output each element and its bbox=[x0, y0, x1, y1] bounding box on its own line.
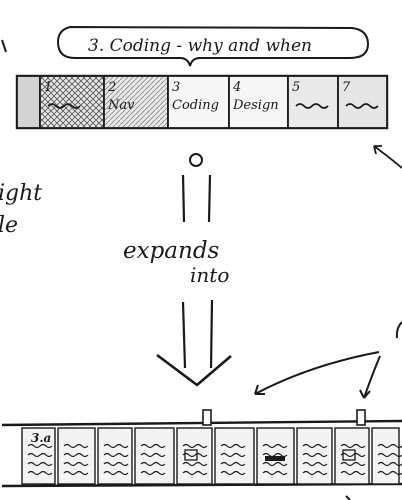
bottom-panel-scribble bbox=[63, 443, 89, 449]
into-label: into bbox=[190, 263, 229, 287]
bottom-panel-scribble bbox=[103, 443, 129, 449]
top-strip-cell-hatching bbox=[105, 77, 167, 127]
bottom-panel-scribble bbox=[63, 470, 89, 476]
top-strip-cell-number: 5 bbox=[292, 80, 300, 95]
bottom-strip: 3.a bbox=[1, 409, 402, 500]
curved-arrow-lower-left-head bbox=[254, 384, 265, 395]
clip-marker-1 bbox=[202, 409, 212, 426]
bottom-panel-scribble bbox=[27, 461, 53, 467]
bottom-panel-scribble bbox=[340, 443, 366, 449]
bottom-tick-mark bbox=[345, 495, 351, 500]
bottom-panel-scribble bbox=[262, 443, 288, 449]
bottom-panel-scribble bbox=[63, 452, 89, 458]
bottom-panel-scribble bbox=[103, 461, 129, 467]
connector-circle bbox=[189, 153, 203, 167]
bottom-first-cell-label: 3.a bbox=[31, 431, 51, 445]
top-strip-cell bbox=[337, 75, 388, 129]
bottom-panel-sketch-box bbox=[184, 449, 198, 461]
top-strip-cell-number: 7 bbox=[342, 80, 351, 95]
bottom-panel-scribble bbox=[103, 452, 129, 458]
connector-line-left-top bbox=[181, 174, 186, 223]
top-strip-cell-number: 3 bbox=[172, 80, 180, 95]
bottom-panel-scribble bbox=[140, 461, 166, 467]
bottom-panel-scribble bbox=[140, 470, 166, 476]
top-strip-cell-hatching bbox=[41, 77, 103, 127]
expands-connector: expands into bbox=[123, 153, 232, 387]
bottom-panel-sketch-box bbox=[342, 449, 356, 461]
bottom-panel-scribble bbox=[302, 443, 328, 449]
bottom-panel-scribble bbox=[340, 470, 366, 476]
bottom-panel-scribble bbox=[27, 470, 53, 476]
callout-bubble: 3. Coding - why and when bbox=[56, 25, 370, 67]
expands-label: expands bbox=[123, 238, 220, 264]
down-arrow-head bbox=[156, 353, 232, 387]
edge-arc-right bbox=[395, 321, 402, 339]
bottom-panel-scribble bbox=[262, 461, 288, 467]
bottom-panel-scribble bbox=[377, 443, 402, 449]
left-margin-fragments: ight le bbox=[0, 39, 42, 238]
connector-line-left-bottom bbox=[181, 301, 187, 369]
bottom-panel-scribble bbox=[220, 470, 246, 476]
top-strip-cell bbox=[287, 75, 339, 129]
bottom-panel-scribble bbox=[220, 443, 246, 449]
connector-line-right-bottom bbox=[209, 299, 214, 369]
bottom-panel-scribble bbox=[220, 452, 246, 458]
callout-text: 3. Coding - why and when bbox=[88, 36, 312, 56]
bottom-panel-scribble bbox=[302, 470, 328, 476]
top-strip-cell-scribble bbox=[295, 103, 329, 109]
bottom-panel-dark-block bbox=[265, 456, 285, 461]
top-strip-cell bbox=[16, 75, 41, 129]
bottom-panel-scribble bbox=[262, 470, 288, 476]
bottom-panel-scribble bbox=[63, 461, 89, 467]
bottom-panel-scribble bbox=[302, 452, 328, 458]
bottom-panel-scribble bbox=[340, 461, 366, 467]
top-strip-cell-scribble bbox=[345, 103, 379, 109]
top-strip-cells bbox=[16, 75, 388, 129]
top-strip-cell-title: Nav bbox=[107, 98, 135, 113]
bottom-panel-scribble bbox=[103, 470, 129, 476]
bottom-panel-scribble bbox=[140, 443, 166, 449]
bottom-strip-panel bbox=[57, 427, 96, 485]
curved-arrow-lower-right-head bbox=[359, 389, 371, 399]
bottom-panel-scribble bbox=[377, 470, 402, 476]
bottom-strip-top-rail bbox=[1, 419, 402, 427]
bottom-strip-panels bbox=[21, 427, 402, 485]
top-strip-cell-number: 4 bbox=[232, 80, 241, 95]
top-strip-cell-number: 2 bbox=[107, 80, 116, 95]
bottom-panel-scribble bbox=[27, 452, 53, 458]
corner-tick-mark bbox=[1, 39, 7, 53]
callout-outline bbox=[56, 25, 370, 67]
bottom-panel-scribble bbox=[377, 461, 402, 467]
curved-arrow-lower-left bbox=[254, 351, 380, 395]
bottom-panel-scribble bbox=[220, 461, 246, 467]
bottom-panel-scribble bbox=[140, 452, 166, 458]
bottom-panel-scribble bbox=[182, 443, 208, 449]
connector-line-right-top bbox=[207, 174, 212, 223]
bottom-panel-scribble bbox=[27, 443, 53, 449]
bottom-panel-scribble bbox=[340, 452, 366, 458]
bottom-panel-scribble bbox=[182, 452, 208, 458]
top-strip-cell-title: Coding bbox=[172, 98, 219, 113]
left-margin-fragment-2: le bbox=[0, 213, 18, 238]
bottom-panel-scribble bbox=[302, 461, 328, 467]
clip-marker-2 bbox=[356, 409, 366, 426]
curved-arrow-top-right-head bbox=[373, 145, 382, 155]
top-strip-cell bbox=[167, 75, 230, 129]
bottom-panel-scribble bbox=[377, 452, 402, 458]
curved-arrow-lower-right bbox=[363, 355, 381, 399]
bottom-panel-scribble bbox=[182, 461, 208, 467]
top-strip-cell-number: 1 bbox=[44, 80, 52, 95]
top-strip-cell-scribble bbox=[47, 103, 81, 109]
top-strip-cell-title: Design bbox=[232, 98, 279, 113]
curved-arrow-top-right bbox=[373, 145, 402, 169]
top-strip-cell bbox=[228, 75, 289, 129]
bottom-strip-panel bbox=[214, 427, 255, 485]
bottom-panel-scribble bbox=[182, 470, 208, 476]
left-margin-fragment-1: ight bbox=[0, 181, 42, 206]
bottom-strip-panel bbox=[134, 427, 175, 485]
